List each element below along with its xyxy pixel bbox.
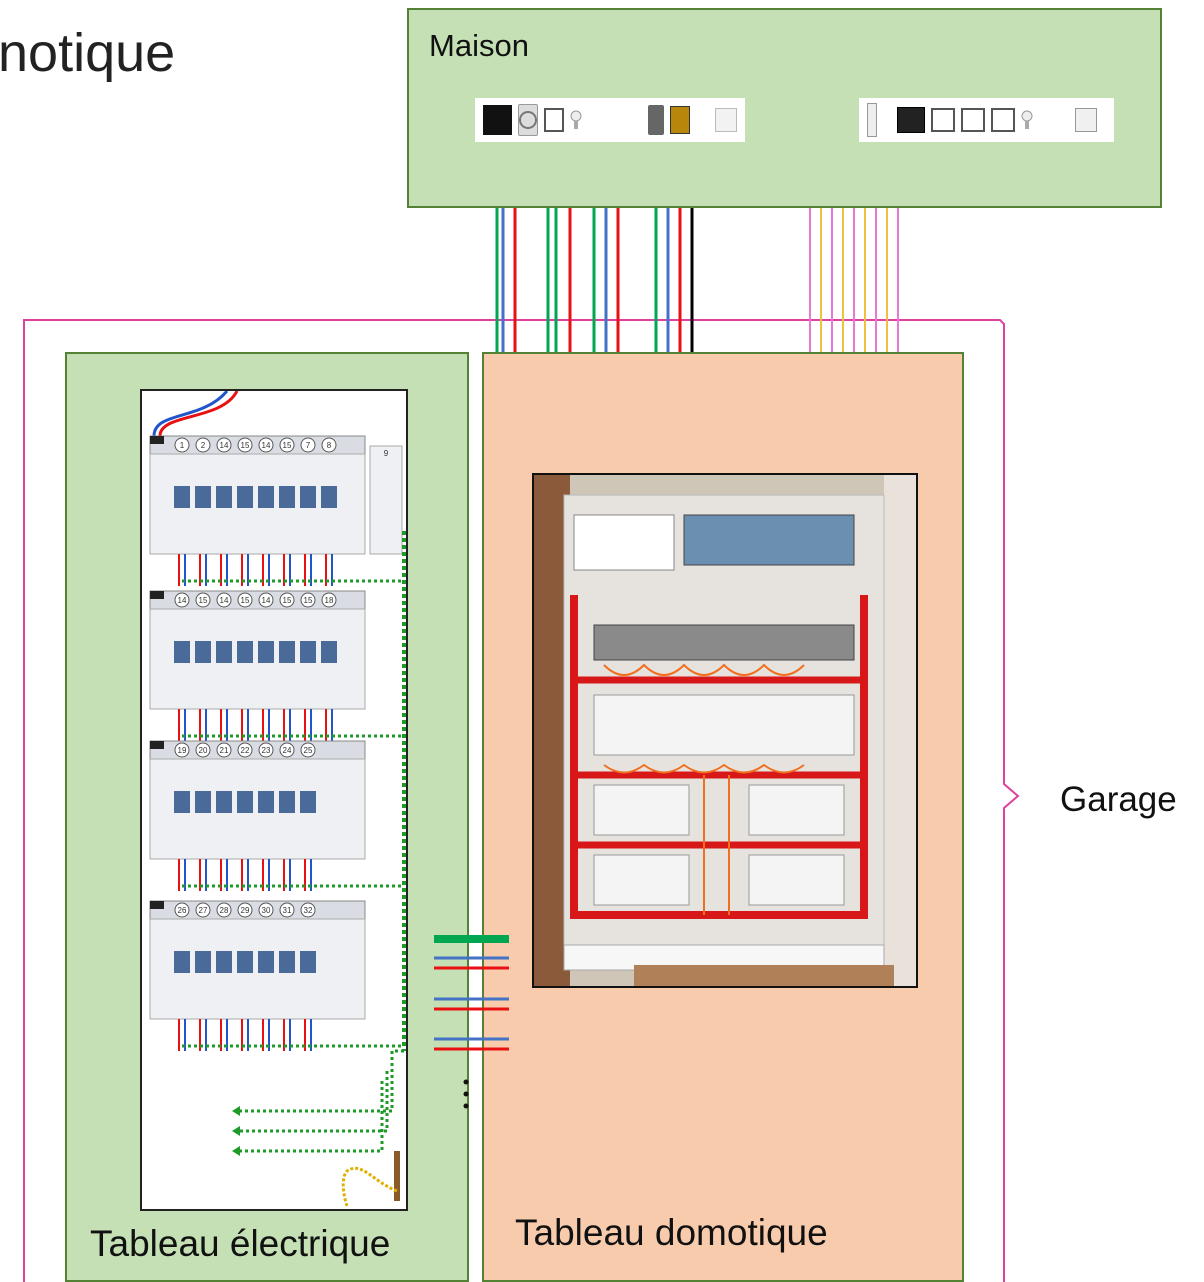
- garage-label: Garage: [1060, 780, 1177, 820]
- tableau-electrique-label: Tableau électrique: [90, 1223, 390, 1265]
- tableau-domotique-label: Tableau domotique: [515, 1212, 828, 1254]
